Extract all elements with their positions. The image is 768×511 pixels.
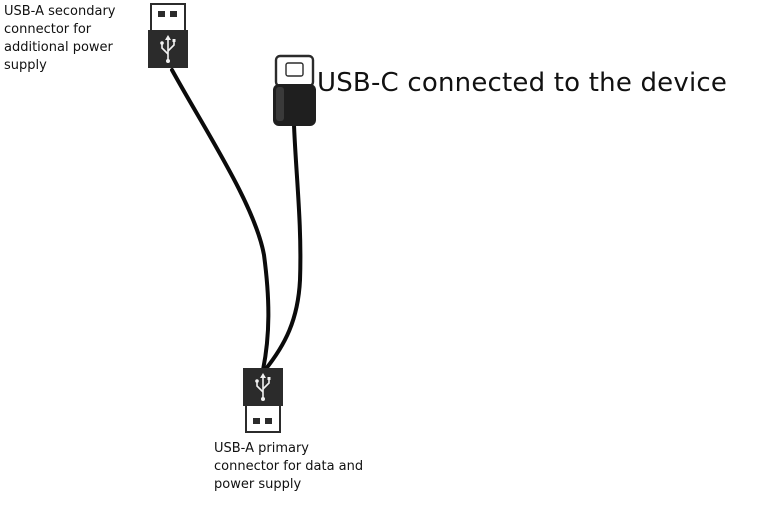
usb-a-primary-connector	[243, 368, 283, 433]
cable-secondary	[170, 68, 271, 372]
usb-trident-icon	[160, 35, 176, 63]
label-usb-a-secondary: USB-A secondary connector for additional…	[4, 3, 115, 75]
usb-a-primary-pin-left	[253, 418, 260, 424]
label-usb-c: USB-C connected to the device	[317, 68, 728, 98]
label-usb-a-secondary-line-1: USB-A secondary	[4, 4, 116, 19]
usb-a-secondary-pin-left	[158, 11, 165, 17]
usb-c-port-slot	[285, 62, 304, 77]
usb-a-secondary-pin-right	[170, 11, 177, 17]
usb-a-primary-pin-right	[265, 418, 272, 424]
label-usb-a-secondary-line-2: connector for	[4, 22, 92, 37]
label-usb-a-secondary-line-3: additional power	[4, 40, 113, 55]
usb-trident-icon	[255, 373, 271, 401]
label-usb-a-secondary-line-4: supply	[4, 58, 47, 73]
cable-usb-c	[263, 123, 303, 372]
label-usb-a-primary-line-3: power supply	[214, 477, 302, 492]
usb-a-secondary-connector	[148, 3, 188, 68]
label-usb-a-primary-line-1: USB-A primary	[214, 441, 309, 456]
usb-a-primary-metal-plug	[245, 404, 281, 433]
usb-c-connector	[273, 54, 316, 126]
usb-a-secondary-metal-plug	[150, 3, 186, 32]
label-usb-a-primary: USB-A primary connector for data and pow…	[214, 440, 363, 494]
label-usb-a-primary-line-2: connector for data and	[214, 459, 364, 474]
